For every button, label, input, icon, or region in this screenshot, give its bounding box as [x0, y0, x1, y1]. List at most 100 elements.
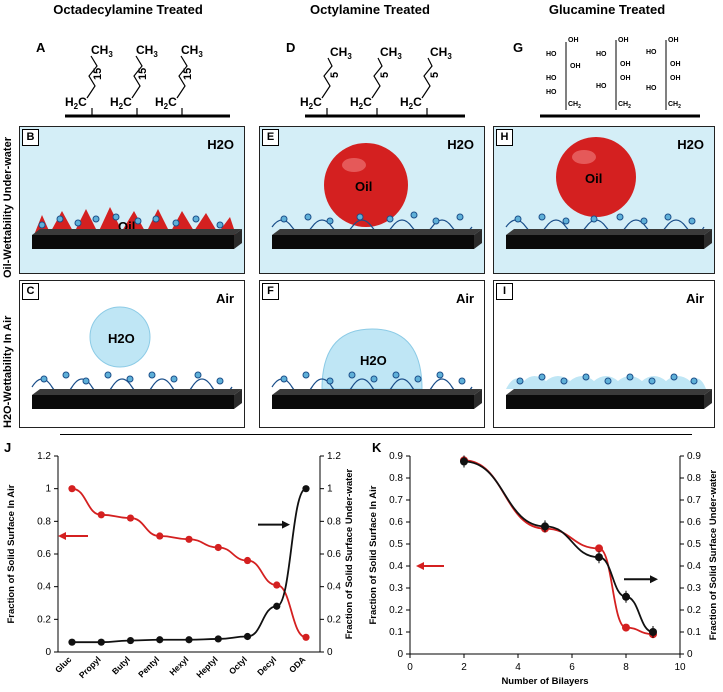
- data-point-red: [68, 485, 76, 493]
- data-point-black: [156, 636, 164, 644]
- y-tick-label-left: 0.8: [389, 473, 403, 484]
- chain-3: H2C CH3 5: [400, 45, 452, 116]
- water-droplet-illustration: H2O: [271, 328, 482, 409]
- svg-text:CH3: CH3: [330, 45, 352, 61]
- y-tick-label-left: 0.3: [389, 583, 403, 594]
- y-tick-label-right: 0.7: [687, 495, 701, 506]
- y-tick-label-right: 0.4: [327, 582, 341, 593]
- panel-letter-a: A: [36, 40, 46, 55]
- svg-text:HO: HO: [596, 51, 607, 58]
- data-point-red: [622, 623, 630, 632]
- data-point-black: [185, 636, 193, 644]
- data-point-red: [302, 633, 310, 641]
- svg-text:H2C: H2C: [400, 95, 422, 111]
- sugar-3: OH HO OH OH HO CH2: [646, 37, 681, 110]
- panel-letter-g: G: [513, 40, 524, 55]
- panel-letter-e: E: [262, 129, 279, 146]
- data-point-black: [460, 457, 468, 466]
- svg-text:OH: OH: [668, 37, 679, 44]
- svg-text:15: 15: [182, 68, 194, 80]
- svg-text:OH: OH: [618, 37, 629, 44]
- x-tick-label: Pentyl: [136, 654, 161, 679]
- x-tick-label: 8: [623, 662, 629, 673]
- y-axis-title-left: Fraction of Solid Surface In Air: [368, 485, 379, 624]
- series-line-red: [71, 487, 307, 639]
- x-axis-title: Number of Bilayers: [501, 676, 588, 687]
- droplet-label: H2O: [360, 353, 387, 368]
- svg-text:HO: HO: [646, 85, 657, 92]
- data-point-red: [243, 556, 252, 565]
- svg-text:5: 5: [429, 72, 441, 78]
- chain-2: H2C CH3 15: [110, 43, 158, 116]
- y-tick-label-right: 0.1: [687, 627, 701, 638]
- x-tick-label: 2: [461, 662, 467, 673]
- black-arrow-head: [282, 520, 290, 529]
- x-tick-label: ODA: [287, 654, 307, 674]
- data-point-black: [622, 592, 630, 601]
- svg-text:5: 5: [329, 72, 341, 78]
- medium-label: Air: [455, 291, 474, 306]
- y-axis-title-right: Fraction of Solid Surface Under-water: [344, 468, 355, 639]
- title-octylamine: Octylamine Treated: [310, 2, 430, 17]
- series-line-black: [72, 487, 307, 644]
- svg-text:OH: OH: [570, 63, 581, 70]
- y-tick-label-right: 0.3: [687, 583, 701, 594]
- svg-text:OH: OH: [620, 61, 631, 68]
- data-point-red: [126, 514, 135, 522]
- side-label-water-in-air: H2O-Wettability In Air: [2, 315, 14, 428]
- panel-f: F Air H2O: [259, 280, 485, 428]
- svg-text:CH3: CH3: [181, 43, 203, 59]
- svg-text:OH: OH: [568, 37, 579, 44]
- oil-label: Oil: [355, 179, 372, 194]
- svg-text:HO: HO: [546, 89, 557, 96]
- chain-1: H2C CH3 15: [65, 43, 113, 116]
- side-label-oil-underwater: Oil-Wettability Under-water: [2, 137, 14, 278]
- data-point-black: [243, 632, 252, 641]
- panel-letter-h: H: [496, 129, 513, 146]
- octadecylamine-structure: H2C CH3 15 H2C CH3 15 H2C CH3 15: [65, 43, 230, 118]
- oil-spread-illustration: Oil: [32, 207, 242, 249]
- y-tick-label-right: 0.9: [687, 451, 701, 462]
- y-tick-label-right: 0.2: [687, 605, 701, 616]
- x-tick-label: Propyl: [77, 654, 103, 680]
- svg-text:15: 15: [137, 68, 149, 80]
- svg-text:HO: HO: [546, 51, 557, 58]
- data-point-black: [541, 522, 549, 531]
- svg-text:CH2: CH2: [668, 101, 681, 110]
- data-point-red: [156, 532, 164, 540]
- x-tick-label: Gluc: [53, 654, 74, 675]
- data-point-red: [97, 511, 105, 519]
- svg-text:OH: OH: [670, 75, 681, 82]
- octylamine-structure: H2C CH3 5 H2C CH3 5 H2C CH3 5: [300, 45, 465, 118]
- y-tick-label-right: 0.8: [687, 473, 701, 484]
- data-point-red: [185, 535, 193, 543]
- y-tick-label-left: 1.2: [37, 451, 51, 462]
- svg-text:OH: OH: [620, 75, 631, 82]
- water-spread-illustration: [506, 373, 712, 409]
- oil-label: Oil: [585, 171, 602, 186]
- panel-letter-f: F: [262, 283, 279, 300]
- title-glucamine: Glucamine Treated: [548, 2, 666, 17]
- y-tick-label-right: 0.6: [327, 549, 341, 560]
- y-tick-label-left: 0.6: [389, 517, 403, 528]
- panel-e: E H2O Oil: [259, 126, 485, 274]
- svg-text:CH3: CH3: [430, 45, 452, 61]
- svg-text:5: 5: [379, 72, 391, 78]
- title-octadecylamine: Octadecylamine Treated: [53, 2, 203, 17]
- medium-label: H2O: [677, 137, 704, 152]
- y-tick-label-right: 0: [687, 649, 693, 660]
- panel-c: C Air H2O: [19, 280, 245, 428]
- svg-text:15: 15: [92, 68, 104, 80]
- svg-text:H2C: H2C: [155, 95, 177, 111]
- y-tick-label-right: 0.5: [687, 539, 701, 550]
- svg-text:CH3: CH3: [380, 45, 402, 61]
- droplet-label: H2O: [108, 331, 135, 346]
- medium-label: H2O: [207, 137, 234, 152]
- oil-droplet-illustration: Oil: [271, 143, 482, 249]
- y-tick-label-left: 0: [45, 647, 51, 658]
- sugar-2: OH HO OH OH HO CH2: [596, 37, 631, 110]
- x-tick-label: 4: [515, 662, 521, 673]
- data-point-red: [214, 543, 222, 552]
- panel-letter-j: J: [4, 440, 12, 455]
